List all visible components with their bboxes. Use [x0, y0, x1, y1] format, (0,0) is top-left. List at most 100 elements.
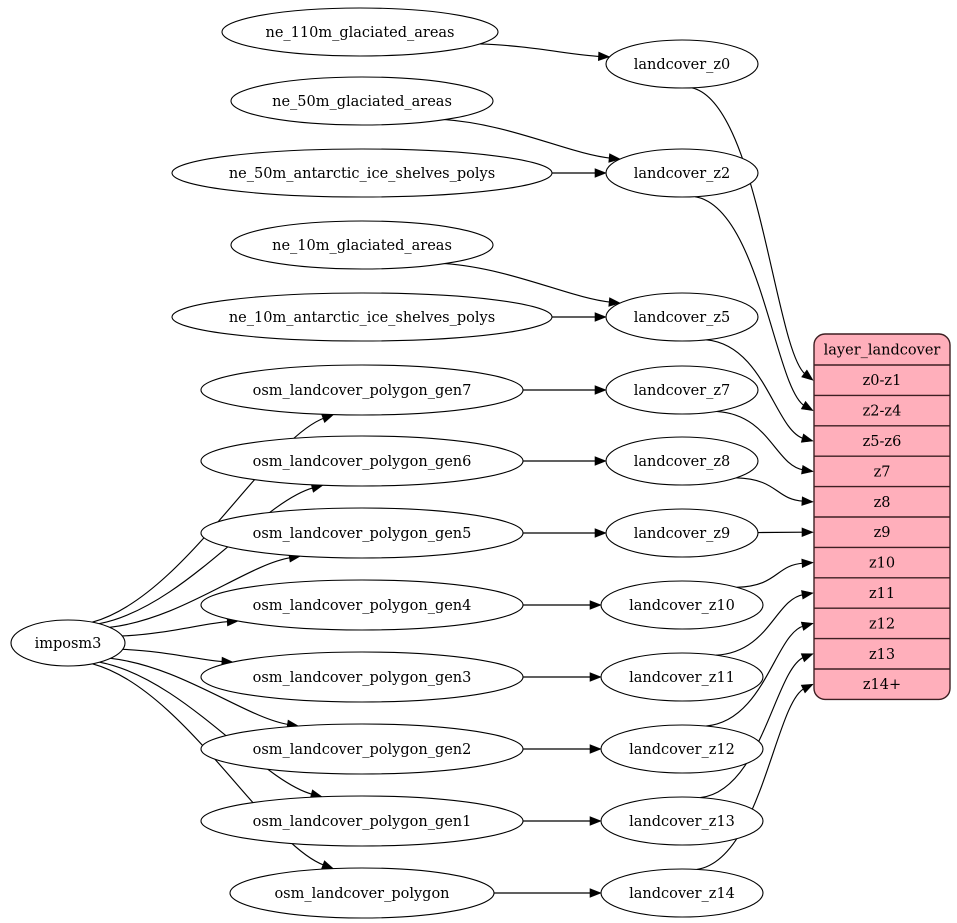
- node-label: landcover_z13: [629, 814, 735, 830]
- node-landcover_z7[interactable]: landcover_z7: [605, 365, 759, 415]
- node-osm_landcover_polygon_gen3[interactable]: osm_landcover_polygon_gen3: [200, 651, 524, 703]
- node-landcover_z12[interactable]: landcover_z12: [600, 724, 764, 774]
- record-node-layer: layer_landcoverz0-z1z2-z4z5-z6z7z8z9z10z…: [813, 333, 951, 701]
- node-label: imposm3: [35, 636, 102, 652]
- record-row-z5-z6[interactable]: z5-z6: [863, 434, 902, 450]
- node-osm_landcover_polygon_gen2[interactable]: osm_landcover_polygon_gen2: [200, 723, 524, 775]
- arrow-head: [589, 600, 602, 610]
- record-row-z7[interactable]: z7: [874, 464, 891, 480]
- arrow-head: [594, 168, 607, 178]
- edge-imposm3--to--osm_landcover_polygon_gen1: [99, 661, 323, 799]
- edge-path: [706, 339, 804, 440]
- node-landcover_z14[interactable]: landcover_z14: [600, 868, 764, 918]
- edge-landcover_z5--to--layer_landcover_z5-z6: [706, 339, 814, 443]
- node-landcover_z9[interactable]: landcover_z9: [605, 508, 759, 558]
- edge-ne_10m_glaciated_areas--to--landcover_z5: [444, 263, 621, 307]
- edges-layer: [92, 43, 814, 898]
- edge-path: [92, 663, 325, 866]
- edge-path: [479, 43, 601, 57]
- edge-osm_landcover_polygon_gen4--to--landcover_z10: [523, 600, 602, 610]
- record-row-z0-z1[interactable]: z0-z1: [863, 373, 902, 389]
- edge-path: [696, 687, 805, 870]
- edge-osm_landcover_polygon--to--landcover_z14: [493, 888, 602, 898]
- node-ne_110m_glaciated_areas[interactable]: ne_110m_glaciated_areas: [221, 7, 499, 57]
- node-osm_landcover_polygon_gen1[interactable]: osm_landcover_polygon_gen1: [200, 795, 524, 847]
- arrow-head: [594, 456, 607, 466]
- record-row-z12[interactable]: z12: [869, 616, 895, 632]
- node-landcover_z11[interactable]: landcover_z11: [600, 652, 764, 702]
- arrow-head: [800, 653, 814, 663]
- edge-path: [99, 661, 313, 795]
- record-row-z8[interactable]: z8: [874, 495, 891, 511]
- node-landcover_z10[interactable]: landcover_z10: [600, 580, 764, 630]
- edge-path: [444, 119, 611, 159]
- edge-path: [122, 648, 224, 663]
- arrow-head: [608, 153, 621, 163]
- arrow-head: [801, 496, 814, 506]
- edge-path: [99, 487, 314, 625]
- edge-path: [736, 477, 804, 502]
- node-landcover_z5[interactable]: landcover_z5: [605, 292, 759, 342]
- node-label: osm_landcover_polygon_gen2: [253, 742, 472, 758]
- edge-landcover_z14--to--layer_landcover_z14_: [696, 683, 814, 870]
- node-ne_50m_antarctic_ice_shelves_polys[interactable]: ne_50m_antarctic_ice_shelves_polys: [171, 148, 553, 198]
- node-label: landcover_z12: [629, 742, 735, 758]
- arrow-head: [801, 369, 814, 381]
- node-label: landcover_z5: [634, 310, 731, 326]
- arrow-head: [800, 683, 814, 694]
- node-osm_landcover_polygon_gen6[interactable]: osm_landcover_polygon_gen6: [200, 435, 524, 487]
- node-ne_50m_glaciated_areas[interactable]: ne_50m_glaciated_areas: [230, 76, 494, 126]
- node-label: landcover_z8: [634, 454, 731, 470]
- edge-osm_landcover_polygon_gen1--to--landcover_z13: [523, 816, 602, 826]
- node-landcover_z13[interactable]: landcover_z13: [600, 796, 764, 846]
- edge-path: [92, 417, 325, 623]
- node-osm_landcover_polygon[interactable]: osm_landcover_polygon: [229, 867, 495, 919]
- node-osm_landcover_polygon_gen4[interactable]: osm_landcover_polygon_gen4: [200, 579, 524, 631]
- edge-path: [444, 263, 611, 303]
- node-osm_landcover_polygon_gen5[interactable]: osm_landcover_polygon_gen5: [200, 507, 524, 559]
- node-label: osm_landcover_polygon_gen3: [253, 670, 472, 686]
- node-label: ne_50m_glaciated_areas: [272, 94, 452, 110]
- record-row-z2-z4[interactable]: z2-z4: [863, 404, 902, 420]
- edge-path: [109, 557, 291, 628]
- edge-osm_landcover_polygon_gen5--to--landcover_z9: [523, 528, 607, 538]
- record-row-z14+[interactable]: z14+: [863, 677, 901, 693]
- edge-osm_landcover_polygon_gen3--to--landcover_z11: [523, 672, 602, 682]
- edge-ne_110m_glaciated_areas--to--landcover_z0: [479, 43, 611, 62]
- node-landcover_z2[interactable]: landcover_z2: [605, 148, 759, 198]
- arrow-head: [800, 400, 814, 412]
- edge-osm_landcover_polygon_gen7--to--landcover_z7: [523, 385, 607, 395]
- edge-landcover_z7--to--layer_landcover_z7: [716, 410, 814, 475]
- arrow-head: [321, 860, 335, 870]
- edge-path: [122, 620, 229, 637]
- node-osm_landcover_polygon_gen7[interactable]: osm_landcover_polygon_gen7: [200, 364, 524, 416]
- node-label: landcover_z2: [634, 166, 731, 182]
- edge-landcover_z13--to--layer_landcover_z13: [700, 653, 814, 799]
- node-landcover_z0[interactable]: landcover_z0: [605, 39, 759, 89]
- node-label: osm_landcover_polygon_gen1: [253, 814, 472, 830]
- node-ne_10m_antarctic_ice_shelves_polys[interactable]: ne_10m_antarctic_ice_shelves_polys: [171, 292, 553, 342]
- edge-ne_10m_antarctic_ice_shelves_polys--to--landcover_z5: [552, 312, 607, 322]
- record-row-z11[interactable]: z11: [869, 586, 895, 602]
- edge-imposm3--to--osm_landcover_polygon_gen4: [122, 616, 240, 637]
- node-label: landcover_z9: [634, 526, 731, 542]
- edge-landcover_z2--to--layer_landcover_z2-z4: [694, 196, 814, 412]
- edge-path: [705, 625, 804, 727]
- node-imposm3[interactable]: imposm3: [10, 619, 126, 667]
- arrow-head: [608, 297, 621, 307]
- edge-ne_50m_glaciated_areas--to--landcover_z2: [444, 119, 621, 163]
- record-row-z13[interactable]: z13: [869, 647, 895, 663]
- arrow-head: [800, 621, 814, 631]
- record-node-layer-landcover[interactable]: layer_landcoverz0-z1z2-z4z5-z6z7z8z9z10z…: [813, 333, 951, 701]
- record-row-z10[interactable]: z10: [869, 556, 895, 572]
- arrow-head: [801, 558, 814, 569]
- record-row-z9[interactable]: z9: [874, 525, 891, 541]
- node-label: ne_50m_antarctic_ice_shelves_polys: [229, 166, 495, 182]
- node-landcover_z8[interactable]: landcover_z8: [605, 436, 759, 486]
- edge-path: [700, 656, 805, 799]
- node-label: landcover_z7: [634, 383, 731, 399]
- arrow-head: [598, 51, 611, 62]
- edge-path: [715, 593, 804, 656]
- node-ne_10m_glaciated_areas[interactable]: ne_10m_glaciated_areas: [230, 220, 494, 270]
